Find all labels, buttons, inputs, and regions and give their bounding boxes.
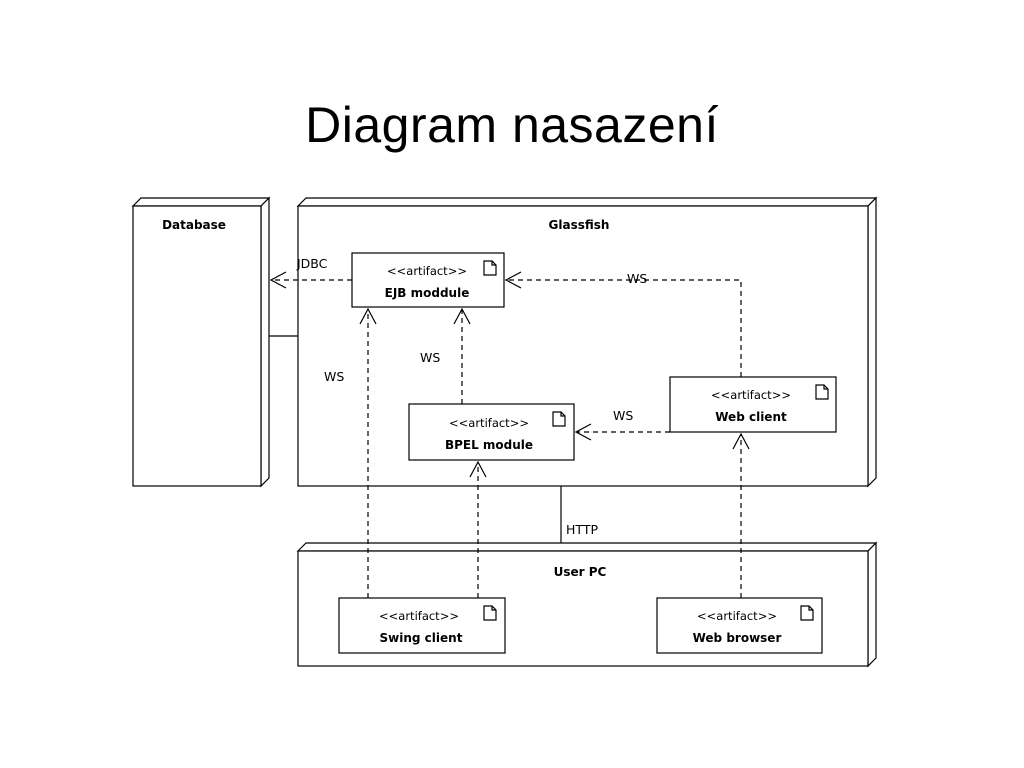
artifact-name-bpel: BPEL module [445,438,533,452]
dependency-ws-web-client-bpel: WS [574,408,670,441]
document-icon [483,260,497,276]
dependency-browser-web-client [732,432,750,598]
stereotype-label: <<artifact>> [697,609,777,623]
edge-label-ws-web-ejb: WS [627,271,647,286]
node-glassfish: Glassfish [296,196,878,488]
stereotype-label: <<artifact>> [379,609,459,623]
artifact-bpel-module: <<artifact>> BPEL module [408,403,575,461]
dependency-swing-bpel [469,460,487,598]
stereotype-label: <<artifact>> [387,264,467,278]
artifact-name-web-client: Web client [715,410,787,424]
document-icon [483,605,497,621]
dependency-ws-web-client-ejb: WS [504,271,742,377]
artifact-ejb-module: <<artifact>> EJB moddule [351,252,505,308]
stereotype-label: <<artifact>> [711,388,791,402]
dependency-ws-swing-ejb: WS [324,307,377,598]
node-database: Database [131,196,271,488]
artifact-web-browser: <<artifact>> Web browser [656,597,823,654]
edge-label-ws-bpel-ejb: WS [420,350,440,365]
node-title-glassfish: Glassfish [549,218,610,232]
document-icon [815,384,829,400]
artifact-name-web-browser: Web browser [693,631,782,645]
document-icon [800,605,814,621]
dependency-ws-bpel-ejb: WS [420,307,471,404]
document-icon [552,411,566,427]
edge-label-ws-web-bpel: WS [613,408,633,423]
artifact-name-ejb: EJB moddule [385,286,470,300]
edge-label-http: HTTP [566,522,598,537]
edge-label-jdbc: JDBC [296,256,328,271]
artifact-name-swing-client: Swing client [380,631,463,645]
stereotype-label: <<artifact>> [449,416,529,430]
slide-title: Diagram nasazení [305,96,719,153]
edge-label-ws-swing-ejb: WS [324,369,344,384]
node-title-database: Database [162,218,226,232]
artifact-swing-client: <<artifact>> Swing client [338,597,506,654]
dependency-jdbc: JDBC [269,256,352,289]
artifact-web-client: <<artifact>> Web client [669,376,837,433]
node-title-user-pc: User PC [554,565,607,579]
